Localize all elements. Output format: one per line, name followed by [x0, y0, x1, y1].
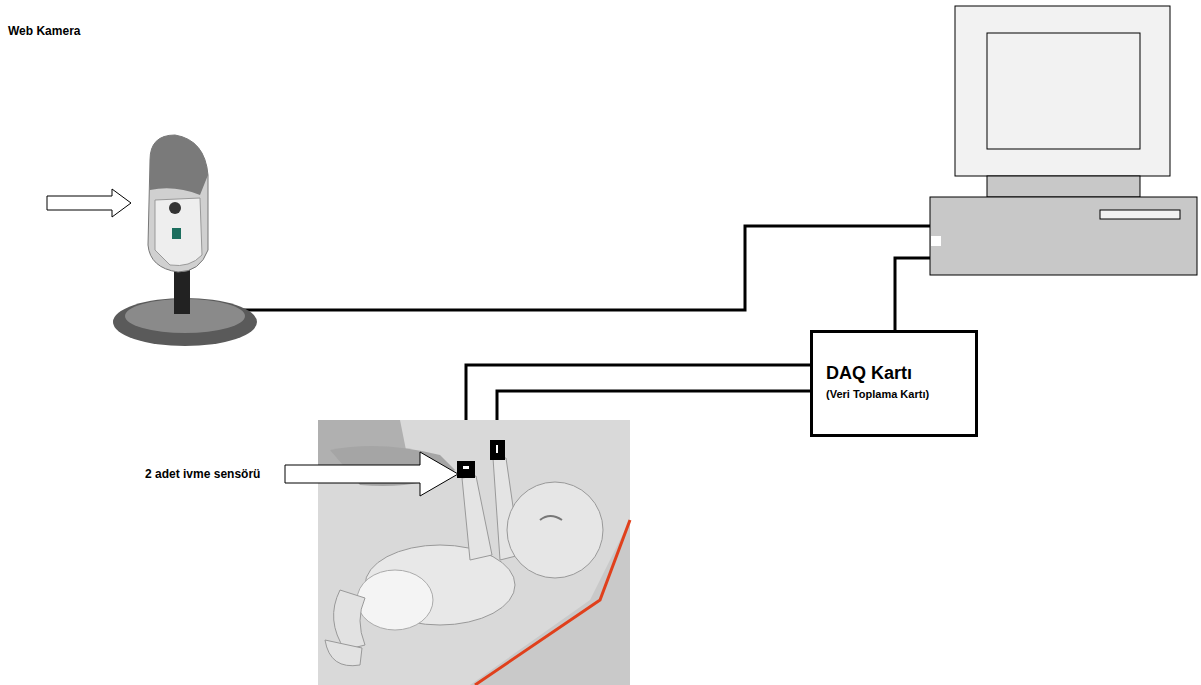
computer [930, 6, 1197, 275]
node-heading: DAQ Kartı [826, 363, 965, 385]
web-camera [113, 135, 257, 346]
baby-photo [318, 420, 630, 685]
pointer-arrow [285, 452, 458, 496]
node-body: (Veri Toplama Kartı) [826, 387, 965, 401]
pointer-arrow [47, 189, 131, 217]
acceleration-sensor [457, 440, 505, 478]
callout-label: Web Kamera [8, 24, 80, 38]
callout-label: 2 adet ivme sensörü [145, 467, 260, 481]
daq-box: DAQ Kartı (Veri Toplama Kartı) [810, 330, 978, 437]
